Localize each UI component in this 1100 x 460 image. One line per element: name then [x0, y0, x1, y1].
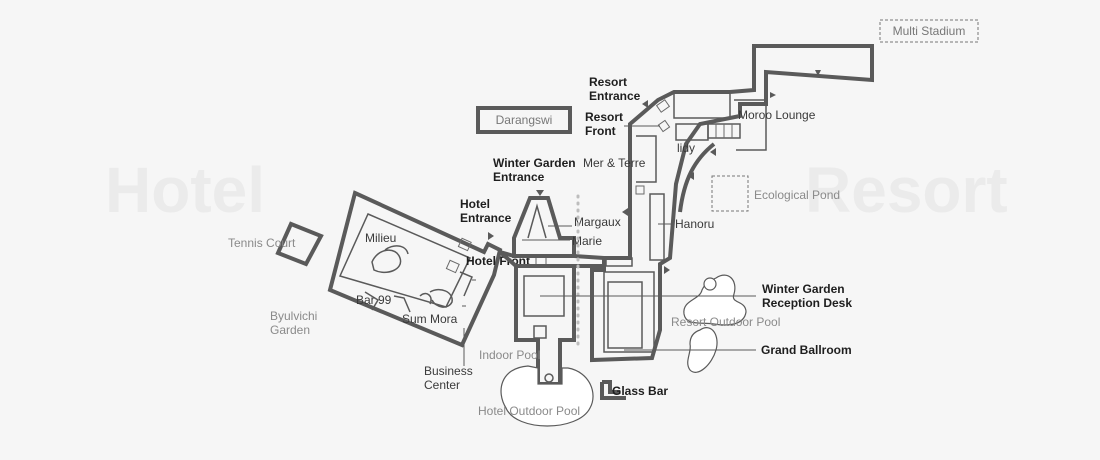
resort-outdoor-pool-label: Resort Outdoor Pool	[671, 315, 780, 329]
zone-label-hotel: Hotel	[105, 154, 265, 226]
lidy-label: lidy	[677, 141, 695, 155]
lidy-arrow-icon	[710, 148, 716, 156]
multi-stadium-label: Multi Stadium	[893, 24, 966, 38]
hotel-entrance-label-line2: Entrance	[460, 211, 512, 225]
resort-pool-island	[703, 277, 717, 291]
moroo-lounge-room	[734, 99, 767, 151]
byulvichi-garden-label-line2: Garden	[270, 323, 310, 337]
indoor-pool-label: Indoor Pool	[479, 348, 540, 362]
resort-entrance-door-icon	[655, 99, 671, 113]
mer-terre-label: Mer & Terre	[583, 156, 646, 170]
glass-bar-label: Glass Bar	[612, 384, 668, 398]
sum-mora-shape-2	[419, 292, 432, 305]
resort-front-desk-icon	[657, 119, 671, 133]
darangswi-label: Darangswi	[496, 113, 553, 127]
milieu-label: Milieu	[365, 231, 396, 245]
resort-room-2	[707, 123, 741, 139]
ballroom-inner-wall	[607, 281, 643, 349]
stadium-arrow-icon	[815, 70, 821, 76]
resort-lobby-box	[673, 94, 731, 119]
resort-entrance-label-line1: Resort	[589, 75, 627, 89]
milieu-shape-detail	[384, 245, 409, 255]
moroo-lounge-arrow-icon	[770, 92, 776, 98]
resort-outdoor-pool[interactable]	[683, 274, 747, 326]
hotel-inner-partition-2	[393, 295, 411, 313]
hotel-stair-icon	[457, 237, 472, 252]
resort-entrance-arrow-icon	[642, 100, 648, 108]
hotel-corridor-wall	[459, 271, 473, 297]
winter-garden-entrance-label-line1: Winter Garden	[493, 156, 576, 170]
mer-terre-arrow-icon	[622, 208, 628, 216]
hanoru-label: Hanoru	[675, 217, 714, 231]
indoor-pool-column	[544, 373, 554, 383]
hotel-main-building[interactable]	[327, 190, 503, 348]
sum-mora-label: Sum Mora	[402, 312, 458, 326]
bar-99-label: Bar 99	[356, 293, 392, 307]
reception-desk-label-line2: Reception Desk	[762, 296, 852, 310]
grand-ballroom-label: Grand Ballroom	[761, 343, 852, 357]
resort-main-building[interactable]	[590, 44, 874, 363]
resort-curved-facade	[678, 142, 716, 213]
winter-garden-tower-inner	[527, 203, 547, 239]
resort-front-label-line2: Front	[585, 124, 616, 138]
hotel-entrance-label-line1: Hotel	[460, 197, 490, 211]
zone-label-resort: Resort	[805, 154, 1008, 226]
milieu-pool-shape	[371, 249, 402, 274]
hotel-entrance-arrow-icon	[488, 232, 494, 240]
lidy-arrow-icon-2	[688, 172, 694, 180]
moroo-lounge-label: Moroo Lounge	[738, 108, 816, 122]
ecological-pond-box[interactable]	[711, 175, 749, 212]
business-center-label-line1: Business	[424, 364, 473, 378]
resort-elevator-icon	[635, 185, 645, 195]
hotel-outdoor-pool-label: Hotel Outdoor Pool	[478, 404, 580, 418]
margaux-label: Margaux	[574, 215, 621, 229]
hotel-outdoor-pool[interactable]	[500, 365, 594, 427]
reception-desk-label-line1: Winter Garden	[762, 282, 845, 296]
darangswi-building[interactable]	[476, 106, 572, 134]
sum-mora-shape	[429, 288, 453, 308]
winter-garden-entrance-label-line2: Entrance	[493, 170, 545, 184]
hotel-elevator-icon	[445, 259, 460, 274]
mer-terre-room	[636, 135, 657, 183]
hanoru-room	[649, 193, 665, 261]
business-center-label-line2: Center	[424, 378, 460, 392]
resort-connector-room	[605, 257, 633, 267]
resort-front-label-line1: Resort	[585, 110, 623, 124]
tennis-court-label: Tennis Court	[228, 236, 296, 250]
winter-garden-entrance-arrow-icon	[536, 190, 544, 196]
tennis-court-building[interactable]	[275, 221, 324, 267]
hotel-inner-partition	[364, 291, 380, 311]
resort-side-arrow-icon	[664, 266, 670, 274]
byulvichi-garden-label-line1: Byulvichi	[270, 309, 317, 323]
marie-label: Marie	[572, 234, 602, 248]
resort-entrance-label-line2: Entrance	[589, 89, 641, 103]
resort-front-room	[675, 123, 709, 141]
glass-bar-building[interactable]	[600, 380, 626, 400]
ballroom-outer-wall	[603, 271, 655, 353]
ecological-pond-label: Ecological Pond	[754, 188, 840, 202]
winter-garden-tower[interactable]	[512, 196, 576, 258]
indoor-pool-room	[533, 325, 547, 339]
